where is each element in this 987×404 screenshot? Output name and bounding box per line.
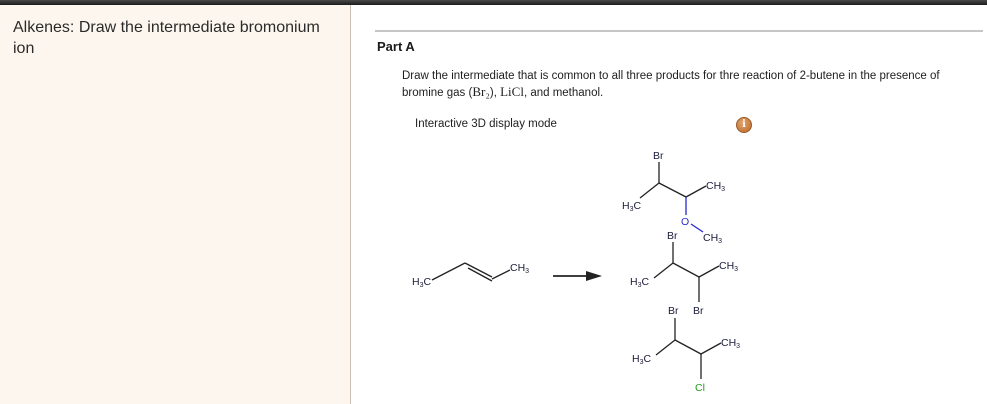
part-title: Part A	[377, 39, 415, 54]
product-3-right-methyl: CH3	[721, 337, 740, 350]
product-2-bonds	[653, 242, 720, 302]
info-icon[interactable]: i	[736, 117, 752, 133]
reactant-left-methyl: H3C	[412, 276, 432, 289]
reagent-br2: Br₂	[472, 84, 490, 99]
reaction-arrow	[553, 271, 602, 281]
product-3-chlorine: Cl	[695, 382, 705, 394]
question-text-mid: ),	[489, 87, 501, 99]
product-3-left-methyl: H3C	[632, 353, 652, 366]
product-1-methoxy-methyl: CH3	[703, 232, 722, 245]
question-text: Draw the intermediate that is common to …	[402, 68, 962, 101]
product-1-right-methyl: CH3	[706, 180, 725, 193]
product-2-br-bottom: Br	[693, 305, 704, 317]
product-2-left-methyl: H3C	[630, 276, 650, 289]
product-1-oxygen: O	[681, 216, 689, 228]
product-2-right-methyl: CH3	[719, 260, 738, 273]
product-3-bonds	[655, 318, 722, 379]
section-divider	[375, 30, 983, 32]
product-1-left-methyl: H3C	[622, 200, 642, 213]
product-1-bonds	[639, 162, 707, 233]
reactant-right-methyl: CH3	[510, 262, 529, 275]
product-2-br-top: Br	[667, 230, 678, 242]
display-mode-label[interactable]: Interactive 3D display mode	[415, 118, 557, 130]
window-top-bar	[0, 0, 987, 5]
question-text-prefix: Draw the intermediate that is common to …	[402, 70, 940, 99]
question-text-suffix: , and methanol.	[523, 87, 604, 99]
product-3-br: Br	[668, 305, 679, 317]
assignment-title: Alkenes: Draw the intermediate bromonium…	[13, 19, 320, 57]
reagent-licl: LiCl	[500, 84, 524, 99]
reactant-2-butene	[431, 262, 511, 282]
product-1-br: Br	[653, 150, 664, 162]
sidebar-panel: Alkenes: Draw the intermediate bromonium…	[0, 5, 351, 404]
